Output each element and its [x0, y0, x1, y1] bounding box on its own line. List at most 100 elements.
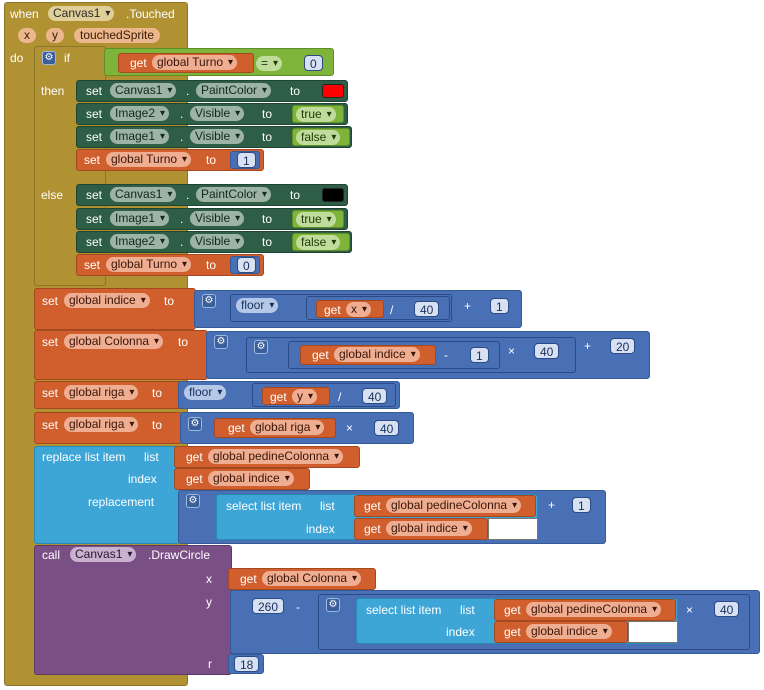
component-dropdown[interactable]: Canvas1 — [70, 547, 137, 562]
component-dropdown[interactable]: Image1 — [110, 211, 170, 226]
number-40[interactable]: 40 — [374, 420, 400, 436]
dot: . — [180, 130, 184, 144]
property-dropdown[interactable]: Visible — [190, 234, 245, 249]
gear-icon[interactable]: ⚙ — [214, 335, 228, 349]
logic-value-dropdown[interactable]: false — [296, 235, 341, 250]
number-1[interactable]: 1 — [490, 298, 509, 314]
number-40[interactable]: 40 — [534, 343, 560, 359]
get-label: get — [240, 572, 257, 586]
param-y[interactable]: y — [46, 28, 64, 43]
gear-icon[interactable]: ⚙ — [188, 417, 202, 431]
number-1[interactable]: 1 — [470, 347, 489, 363]
compare-op-dropdown[interactable]: = — [256, 56, 283, 71]
get-label: get — [186, 450, 203, 464]
property-dropdown[interactable]: Visible — [190, 129, 245, 144]
get-label: get — [364, 522, 381, 536]
component-dropdown[interactable]: Image1 — [110, 129, 170, 144]
var-dropdown-riga[interactable]: global riga — [64, 385, 139, 400]
param-x[interactable]: x — [18, 28, 36, 43]
var-dropdown-indice[interactable]: global indice — [526, 624, 612, 639]
number-40[interactable]: 40 — [714, 601, 740, 617]
gear-icon[interactable]: ⚙ — [202, 294, 216, 308]
var-dropdown-x[interactable]: x — [346, 302, 371, 317]
add-op: + — [464, 299, 472, 313]
gear-icon[interactable]: ⚙ — [186, 494, 200, 508]
gear-icon[interactable]: ⚙ — [254, 340, 268, 354]
component-dropdown[interactable]: Image2 — [110, 234, 170, 249]
property-dropdown[interactable]: Visible — [190, 211, 245, 226]
replace-list-item-block[interactable] — [34, 446, 180, 544]
to-label: to — [206, 258, 217, 272]
then-label: then — [41, 84, 65, 98]
select-list-item-label: select list item — [226, 499, 302, 513]
property-dropdown[interactable]: PaintColor — [196, 187, 272, 202]
var-dropdown-colonna[interactable]: global Colonna — [64, 334, 164, 349]
color-swatch-red[interactable] — [322, 84, 344, 98]
var-dropdown-turno[interactable]: global Turno — [106, 152, 192, 167]
number-260[interactable]: 260 — [252, 598, 285, 614]
var-dropdown-riga[interactable]: global riga — [250, 420, 325, 435]
method-name-label: .DrawCircle — [148, 548, 211, 562]
number-1[interactable]: 1 — [237, 152, 256, 168]
if-label: if — [64, 51, 70, 65]
y-arg-label: y — [206, 595, 212, 609]
set-label: set — [42, 418, 59, 432]
set-label: set — [86, 212, 103, 226]
var-dropdown-pedinecolonna[interactable]: global pedineColonna — [386, 498, 522, 513]
color-swatch-black[interactable] — [322, 188, 344, 202]
get-label: get — [504, 603, 521, 617]
number-0[interactable]: 0 — [304, 55, 323, 71]
set-label: set — [86, 235, 103, 249]
set-label: set — [42, 335, 59, 349]
param-touchedsprite[interactable]: touchedSprite — [74, 28, 161, 43]
logic-value-dropdown[interactable]: false — [296, 130, 341, 145]
number-40[interactable]: 40 — [362, 388, 388, 404]
number-40[interactable]: 40 — [414, 301, 440, 317]
property-dropdown[interactable]: Visible — [190, 106, 245, 121]
floor-dropdown[interactable]: floor — [184, 385, 227, 400]
gear-icon[interactable]: ⚙ — [326, 598, 340, 612]
var-dropdown-y[interactable]: y — [292, 389, 317, 404]
gear-icon[interactable]: ⚙ — [42, 51, 56, 65]
var-dropdown-riga[interactable]: global riga — [64, 417, 139, 432]
var-dropdown-colonna[interactable]: global Colonna — [262, 571, 362, 586]
var-dropdown-pedinecolonna[interactable]: global pedineColonna — [208, 449, 344, 464]
event-name-label: .Touched — [126, 7, 175, 21]
logic-value-dropdown[interactable]: true — [296, 212, 336, 227]
var-dropdown-indice[interactable]: global indice — [334, 347, 420, 362]
index-label: index — [128, 472, 157, 486]
set-label: set — [86, 188, 103, 202]
component-dropdown[interactable]: Image2 — [110, 106, 170, 121]
call-canvas-drawcircle-block[interactable] — [34, 545, 232, 675]
number-20[interactable]: 20 — [610, 338, 636, 354]
number-0[interactable]: 0 — [237, 257, 256, 273]
number-18[interactable]: 18 — [234, 656, 260, 672]
event-component-dropdown[interactable]: Canvas1 — [48, 6, 115, 21]
var-dropdown-indice[interactable]: global indice — [208, 471, 294, 486]
component-dropdown[interactable]: Canvas1 — [110, 83, 177, 98]
get-label: get — [228, 421, 245, 435]
var-dropdown-pedinecolonna[interactable]: global pedineColonna — [526, 602, 662, 617]
property-dropdown[interactable]: PaintColor — [196, 83, 272, 98]
to-label: to — [152, 418, 163, 432]
else-label: else — [41, 188, 64, 202]
multiply-op: × — [686, 603, 694, 617]
floor-dropdown[interactable]: floor — [236, 298, 279, 313]
get-label: get — [186, 472, 203, 486]
component-dropdown[interactable]: Canvas1 — [110, 187, 177, 202]
index-label: index — [446, 625, 475, 639]
to-label: to — [262, 212, 273, 226]
set-label: set — [42, 386, 59, 400]
var-dropdown-turno[interactable]: global Turno — [152, 55, 238, 70]
set-label: set — [86, 84, 103, 98]
number-1[interactable]: 1 — [572, 497, 591, 513]
logic-value-dropdown[interactable]: true — [296, 107, 336, 122]
set-label: set — [86, 107, 103, 121]
var-dropdown-indice[interactable]: global indice — [64, 293, 150, 308]
var-dropdown-turno[interactable]: global Turno — [106, 257, 192, 272]
list-label: list — [460, 603, 475, 617]
var-dropdown-indice[interactable]: global indice — [386, 521, 472, 536]
replacement-label: replacement — [88, 495, 155, 509]
to-label: to — [178, 335, 189, 349]
to-label: to — [290, 84, 301, 98]
